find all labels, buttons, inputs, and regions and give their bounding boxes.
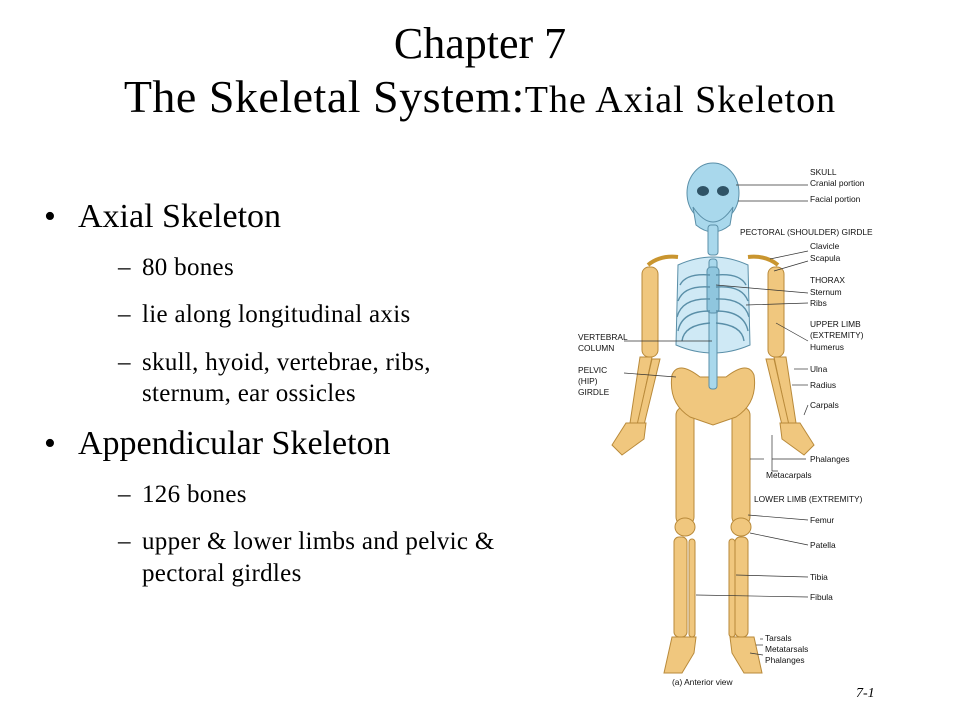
label-cranial-portion: Cranial portion <box>810 178 865 188</box>
label-scapula: Scapula <box>810 253 841 263</box>
sub-bullet: upper & lower limbs and pelvic & pectora… <box>118 526 514 589</box>
label-phalanges-hand: Phalanges <box>810 454 850 464</box>
label-tarsals: Tarsals <box>765 633 792 643</box>
label-hip: (HIP) <box>578 376 598 386</box>
label-upper-limb-extremity: (EXTREMITY) <box>810 330 864 340</box>
label-fibula: Fibula <box>810 592 833 602</box>
label-humerus: Humerus <box>810 342 844 352</box>
label-vertebral: VERTEBRAL <box>578 332 628 342</box>
label-upper-limb: UPPER LIMB <box>810 319 861 329</box>
label-patella: Patella <box>810 540 836 550</box>
leader-lines <box>623 184 809 656</box>
bullet-appendicular-skeleton: Appendicular Skeleton <box>44 425 514 463</box>
title-line-1: Chapter 7 <box>393 19 567 68</box>
label-pelvic: PELVIC <box>578 365 607 375</box>
slide-number: 7-1 <box>856 686 875 701</box>
label-skull: SKULL <box>810 167 837 177</box>
sub-bullet: lie along longitudinal axis <box>118 299 514 331</box>
label-column: COLUMN <box>578 343 614 353</box>
sub-bullet: skull, hyoid, vertebrae, ribs, sternum, … <box>118 347 514 410</box>
appendicular-sub-list: 126 bones upper & lower limbs and pelvic… <box>118 479 514 589</box>
label-phalanges-foot: Phalanges <box>765 655 805 665</box>
title-subtitle: The Axial Skeleton <box>524 78 837 121</box>
label-pectoral-girdle: PECTORAL (SHOULDER) GIRDLE <box>740 227 873 237</box>
label-metacarpals: Metacarpals <box>766 470 812 480</box>
label-sternum: Sternum <box>810 287 842 297</box>
label-tibia: Tibia <box>810 572 828 582</box>
skeleton-diagram: SKULL Cranial portion Facial portion PEC… <box>578 162 873 687</box>
figure-labels: SKULL Cranial portion Facial portion PEC… <box>578 167 873 687</box>
figure-caption: (a) Anterior view <box>672 677 733 687</box>
label-clavicle: Clavicle <box>810 241 840 251</box>
bullet-axial-skeleton: Axial Skeleton <box>44 198 514 236</box>
label-facial-portion: Facial portion <box>810 194 861 204</box>
label-carpals: Carpals <box>810 400 839 410</box>
label-femur: Femur <box>810 515 834 525</box>
label-ribs: Ribs <box>810 298 827 308</box>
slide-title: Chapter 7 The Skeletal System:The Axial … <box>0 18 960 124</box>
label-lower-limb: LOWER LIMB (EXTREMITY) <box>754 494 863 504</box>
title-line-2: The Skeletal System:The Axial Skeleton <box>0 70 960 124</box>
label-girdle: GIRDLE <box>578 387 610 397</box>
sub-bullet: 126 bones <box>118 479 514 511</box>
title-main: The Skeletal System: <box>123 70 525 122</box>
bullet-list: Axial Skeleton 80 bones lie along longit… <box>44 198 514 605</box>
label-radius: Radius <box>810 380 836 390</box>
label-metatarsals: Metatarsals <box>765 644 808 654</box>
label-thorax: THORAX <box>810 275 845 285</box>
axial-sub-list: 80 bones lie along longitudinal axis sku… <box>118 252 514 409</box>
label-ulna: Ulna <box>810 364 828 374</box>
skeleton-figure: SKULL Cranial portion Facial portion PEC… <box>560 155 960 695</box>
skeleton-illustration <box>611 162 815 674</box>
sub-bullet: 80 bones <box>118 252 514 284</box>
